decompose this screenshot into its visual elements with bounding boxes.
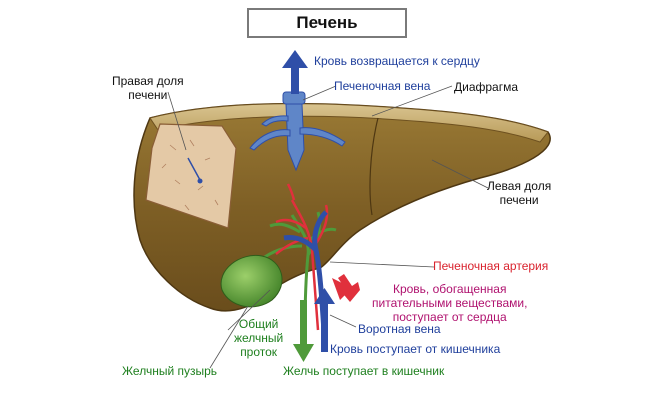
hepatic-vein: [249, 91, 346, 172]
label-left-lobe: Левая доля печени: [487, 179, 552, 207]
diagram-title: Печень: [247, 8, 407, 38]
label-blood-from-intestine: Кровь поступает от кишечника: [330, 342, 501, 356]
leader-lines: [167, 85, 489, 369]
label-gallbladder: Желчный пузырь: [122, 364, 218, 378]
lobe-divider: [369, 117, 379, 216]
label-portal-vein: Воротная вена: [358, 322, 441, 336]
gallbladder: [220, 254, 283, 308]
label-hepatic-vein: Печеночная вена: [334, 79, 431, 93]
bile-to-intestine-arrow: [293, 300, 314, 362]
oxygen-blood-arrow: [332, 274, 360, 302]
label-diaphragm: Диафрагма: [454, 80, 519, 94]
label-oxygen-blood: Кровь, обогащенная питательными вещества…: [372, 282, 528, 324]
cut-section-texture: [161, 139, 219, 211]
label-common-bile-duct: Общий желчный проток: [234, 317, 284, 359]
label-bile-to-intestine: Желчь поступает в кишечник: [283, 364, 445, 378]
label-hepatic-artery: Печеночная артерия: [433, 259, 549, 273]
label-right-lobe: Правая доля печени: [112, 74, 184, 102]
blood-to-heart-arrow: [282, 50, 308, 94]
diagram-title-text: Печень: [296, 13, 358, 32]
right-lobe-cut: [145, 123, 237, 229]
label-blood-to-heart: Кровь возвращается к сердцу: [314, 54, 480, 68]
blood-from-intestine-arrow: [314, 288, 335, 352]
